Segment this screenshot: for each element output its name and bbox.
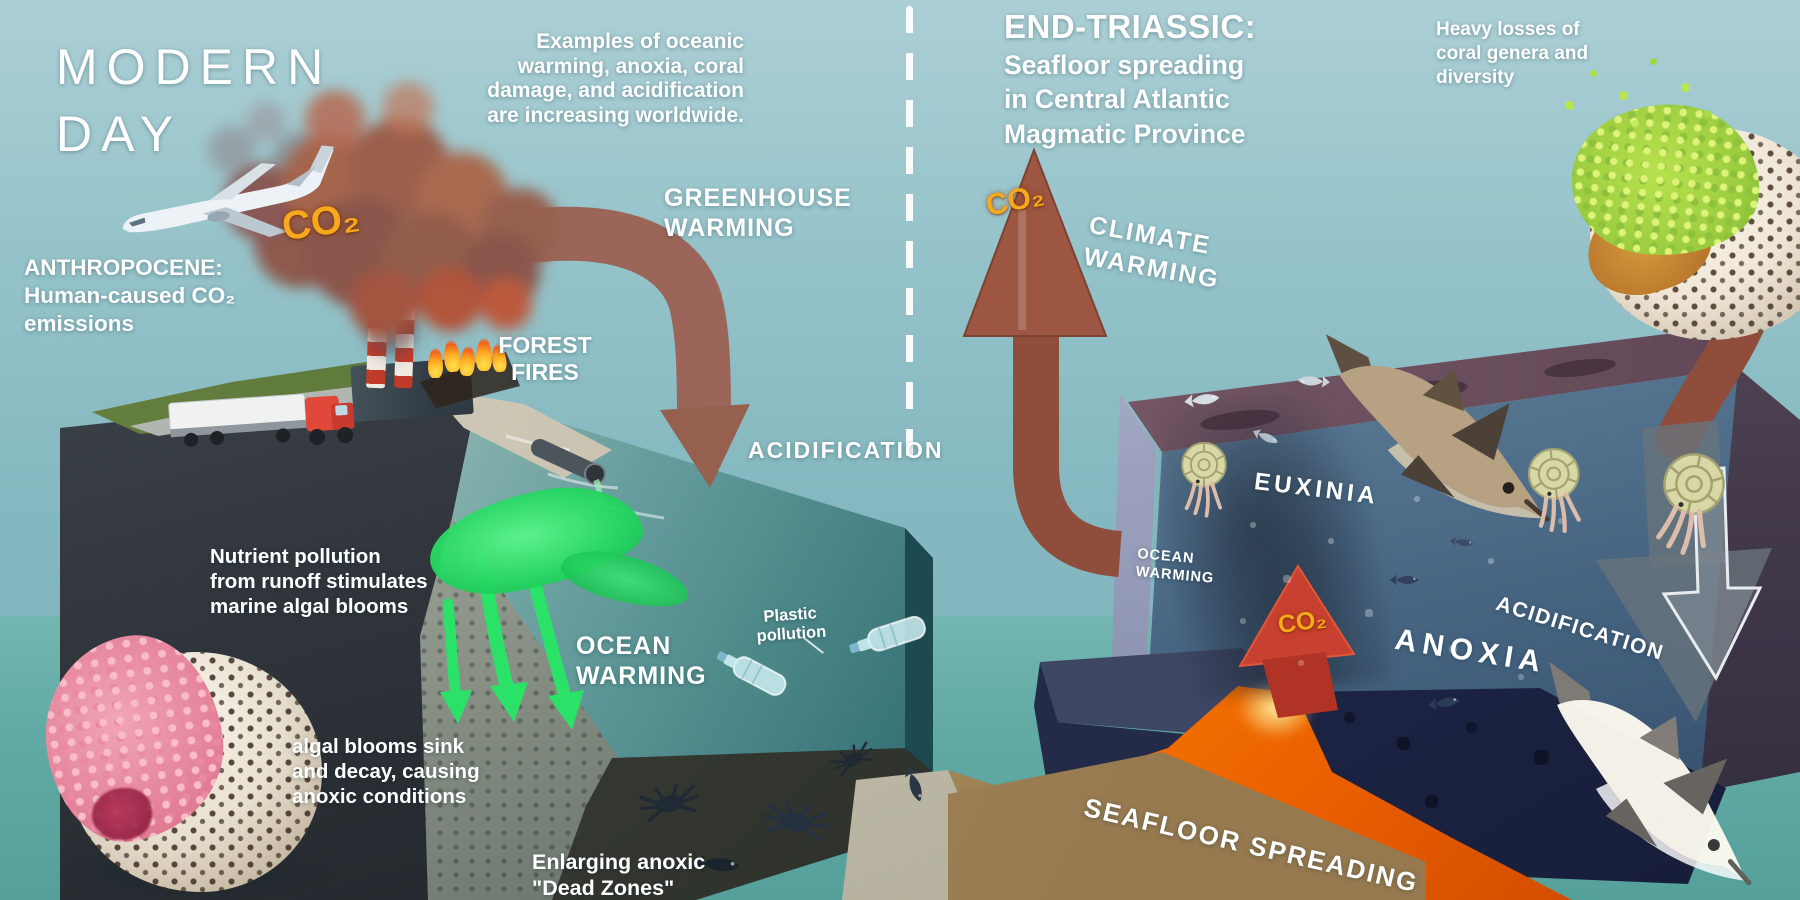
acidification-outline-arrow-icon: [1661, 466, 1763, 682]
outfall-pipe-icon: [531, 439, 601, 481]
end-triassic-title: END-TRIASSIC:: [1004, 8, 1257, 45]
fish-icon: [1388, 572, 1424, 588]
semi-truck-icon: [168, 393, 355, 447]
forest-fire-icon: [476, 338, 492, 371]
ammonite-icon: [1518, 440, 1594, 540]
ammonite-icon: [1176, 438, 1232, 520]
co2-vent-arrow-icon: [1238, 564, 1356, 718]
dead-coral-patch: [92, 788, 152, 840]
co2-up-arrow-icon: [1013, 330, 1123, 577]
panel-divider: [906, 6, 913, 462]
dead-zones-label: Enlarging anoxic"Dead Zones": [532, 850, 706, 900]
acidification-label-left: ACIDIFICATION: [748, 437, 944, 463]
dead-fish-icon: [1291, 371, 1332, 392]
coral-spawn-specks: [0, 0, 3, 3]
co2-up-arrowhead-icon: [962, 147, 1108, 337]
greenhouse-arrowhead-icon: [660, 404, 750, 488]
greenhouse-arrow-icon: [513, 206, 731, 445]
forest-fire-icon: [428, 348, 443, 378]
